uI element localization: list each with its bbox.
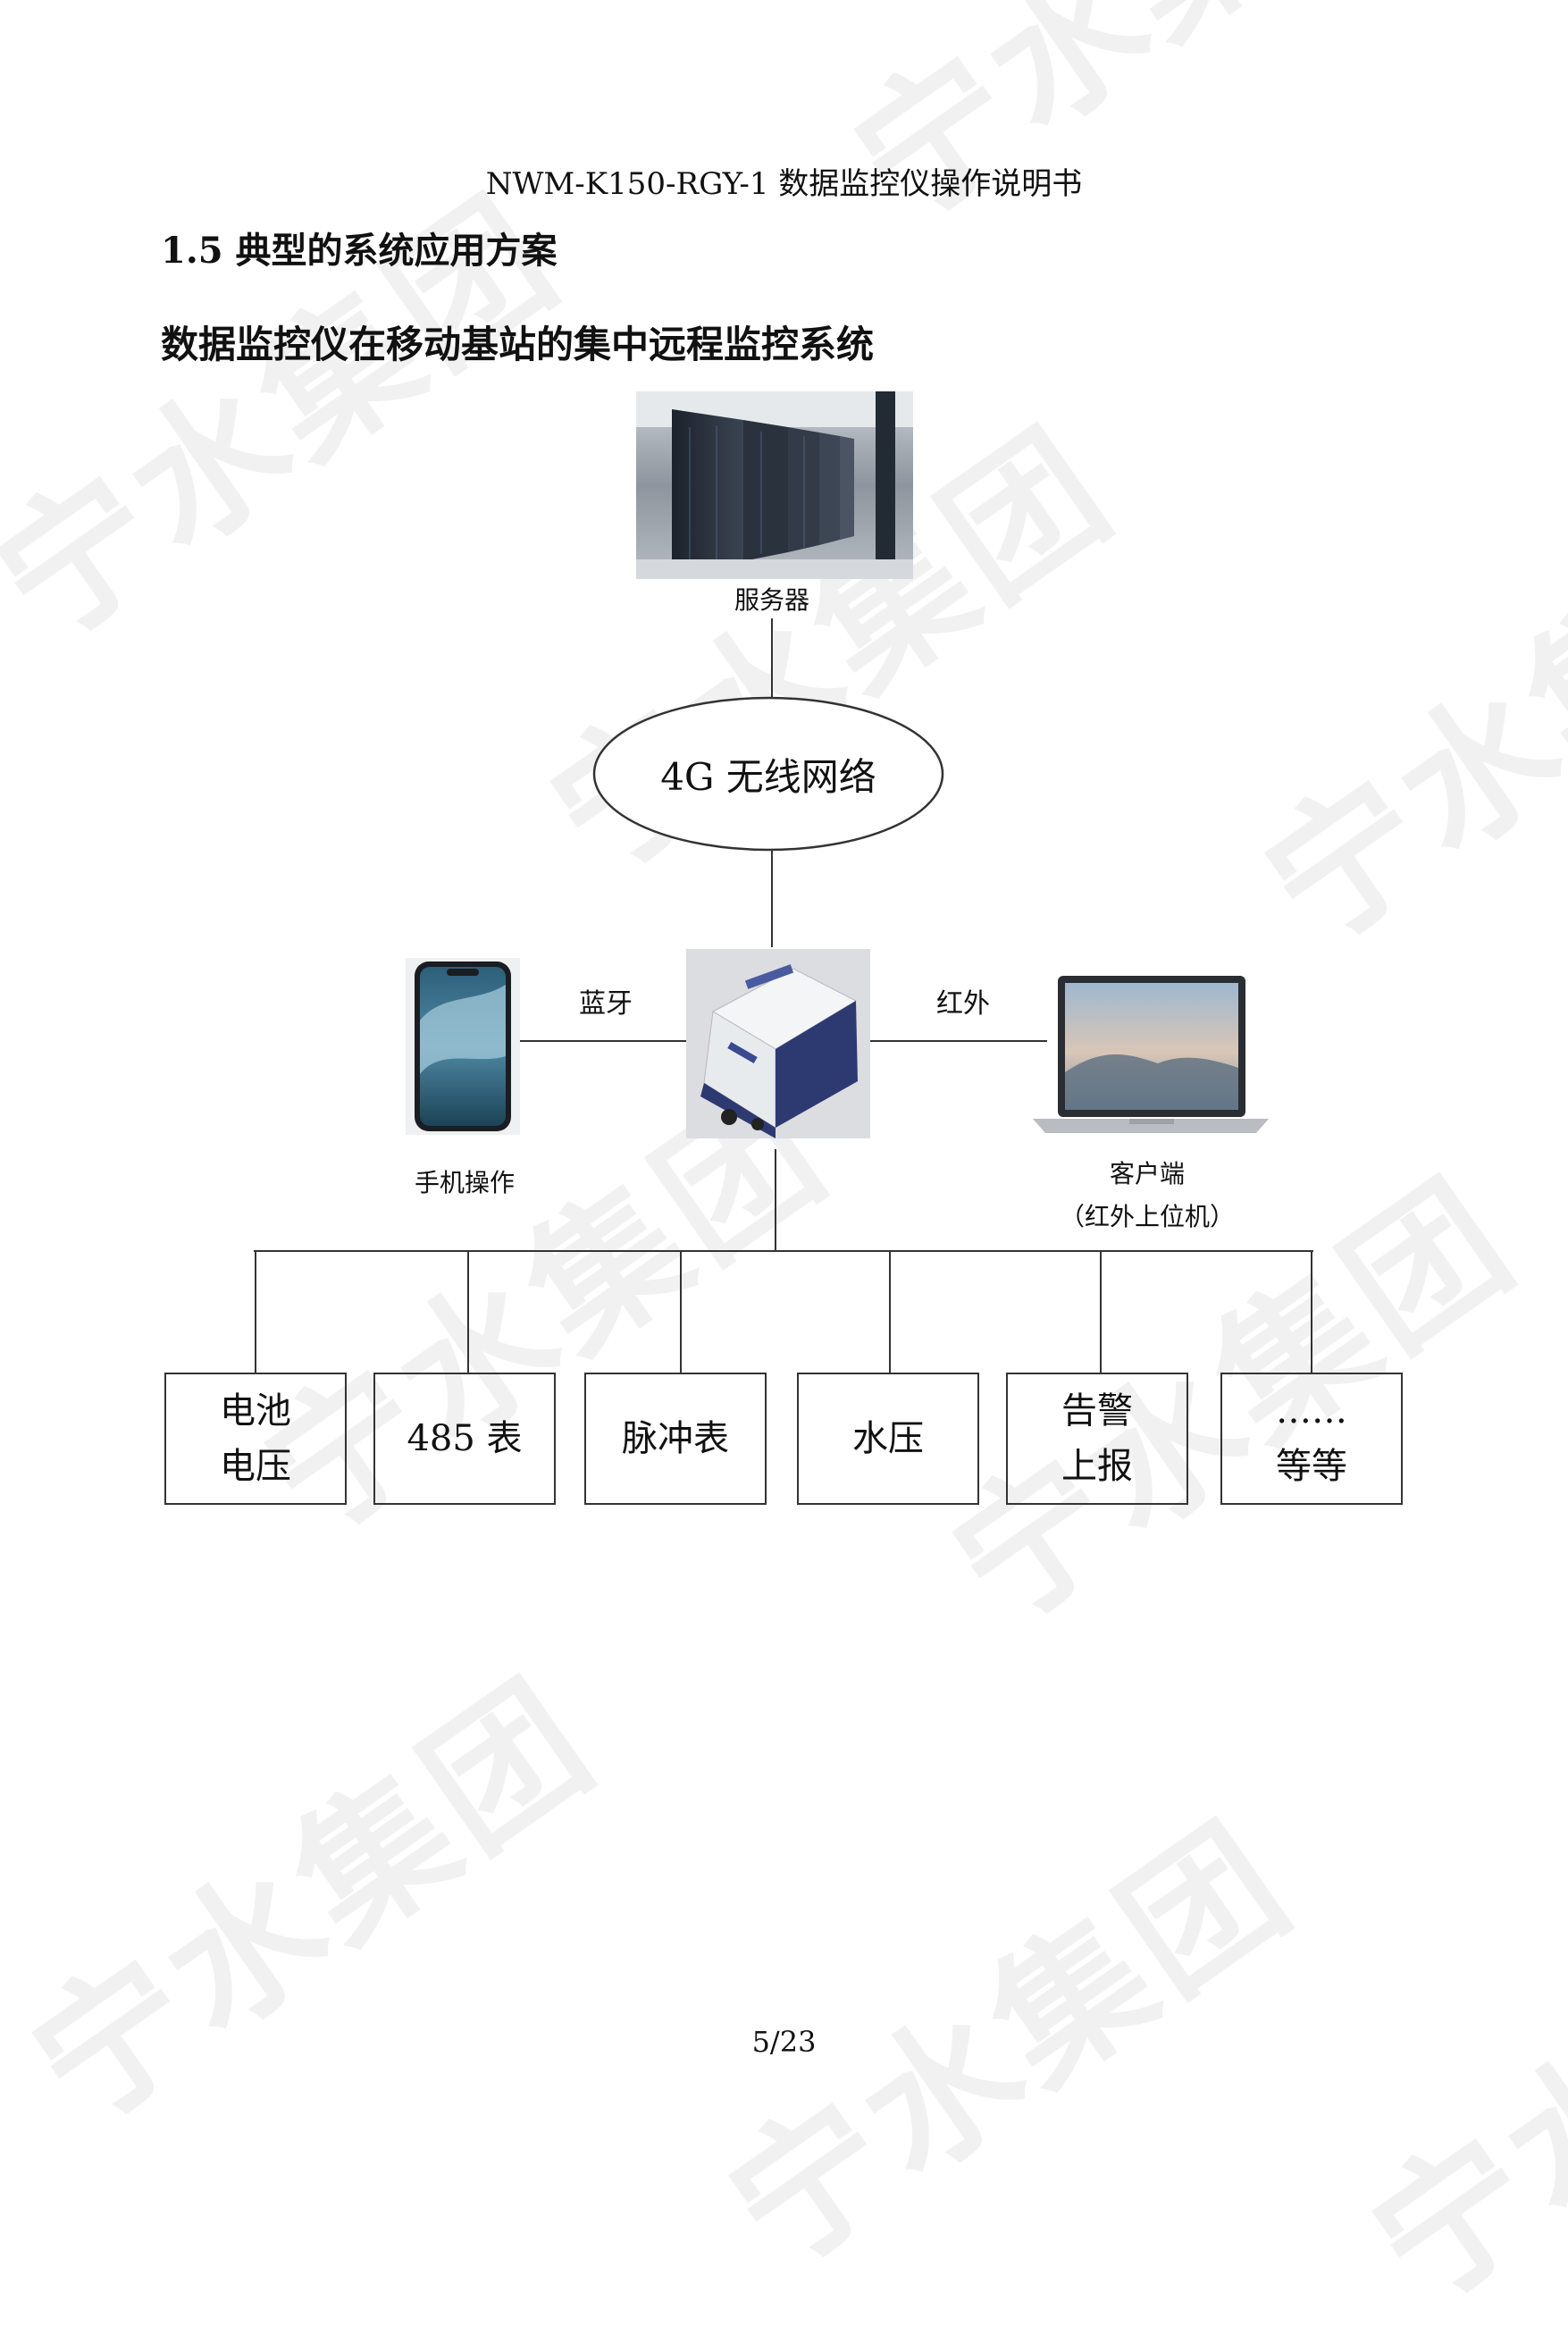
etc-box: …… 等等	[1220, 1373, 1403, 1505]
box-label: …… 等等	[1276, 1390, 1347, 1487]
box-label: 485 表	[407, 1418, 523, 1459]
phone-label: 手机操作	[414, 1168, 515, 1197]
document-header: NWM-K150-RGY-1 数据监控仪操作说明书	[485, 166, 1083, 202]
network-cloud	[592, 696, 944, 852]
smartphone-image	[406, 958, 520, 1135]
server-rack-image	[636, 391, 913, 579]
battery-voltage-box: 电池 电压	[164, 1373, 347, 1505]
box-label: 告警 上报	[1061, 1390, 1133, 1487]
diagram-title: 数据监控仪在移动基站的集中远程监控系统	[161, 323, 875, 366]
page: NWM-K150-RGY-1 数据监控仪操作说明书 1.5 典型的系统应用方案 …	[161, 166, 1403, 2059]
pulse-meter-box: 脉冲表	[584, 1373, 767, 1505]
bluetooth-label: 蓝牙	[579, 988, 633, 1020]
client-sublabel: （红外上位机）	[1059, 1202, 1235, 1231]
laptop-image	[1033, 976, 1269, 1133]
connector-lines	[254, 618, 1313, 1373]
water-pressure-box: 水压	[797, 1373, 979, 1505]
rs485-meter-box: 485 表	[373, 1373, 556, 1505]
server-label: 服务器	[734, 585, 809, 615]
box-label: 脉冲表	[622, 1418, 729, 1459]
alarm-report-box: 告警 上报	[1006, 1373, 1188, 1505]
section-heading: 1.5 典型的系统应用方案	[161, 230, 558, 272]
box-label: 电池 电压	[220, 1390, 291, 1487]
infrared-label: 红外	[936, 988, 990, 1020]
data-monitor-device-image	[686, 949, 870, 1138]
network-label: 4G 无线网络	[660, 755, 876, 799]
page-number: 5/23	[751, 2025, 817, 2059]
client-label: 客户端	[1109, 1159, 1185, 1188]
box-label: 水压	[852, 1418, 924, 1459]
